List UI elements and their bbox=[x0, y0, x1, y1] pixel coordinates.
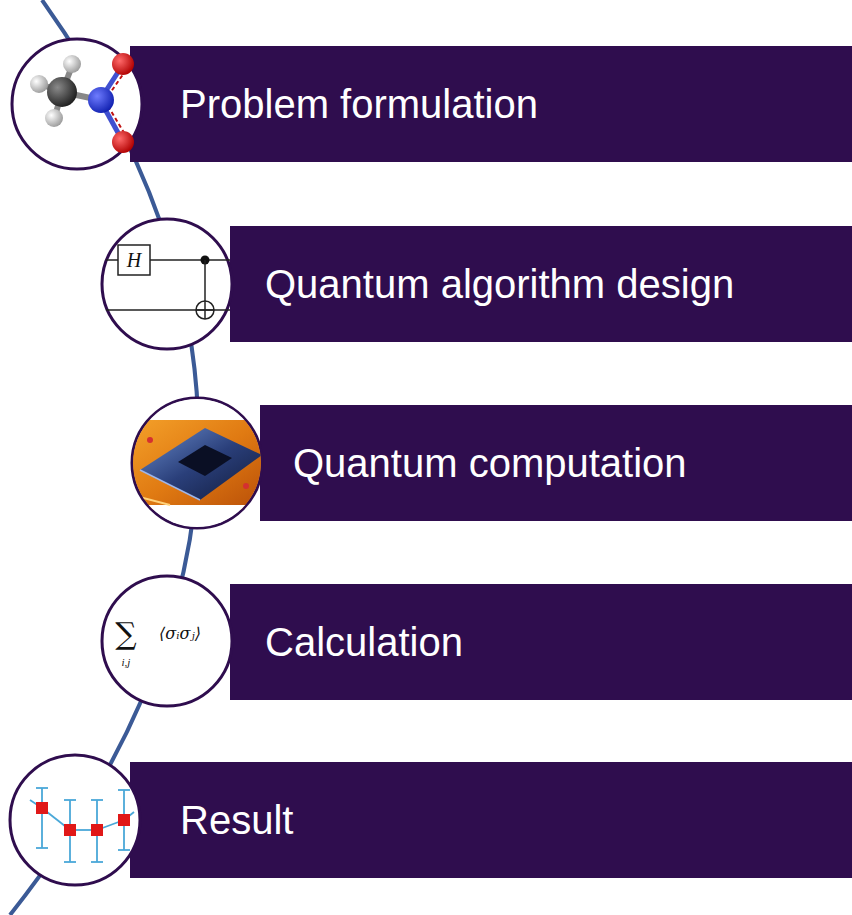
formula-icon bbox=[102, 576, 232, 706]
tensor-network-icon-part bbox=[36, 787, 48, 789]
chip-photo-icon-part bbox=[130, 505, 264, 531]
tensor-network-icon-part bbox=[42, 808, 70, 830]
tensor-network-icon-part bbox=[91, 861, 103, 863]
step-title: Quantum algorithm design bbox=[265, 261, 734, 307]
step-band: Quantum algorithm design bbox=[230, 226, 852, 342]
chip-photo-icon-part bbox=[147, 437, 153, 443]
molecule-icon-part bbox=[12, 39, 142, 169]
tensor-network-icon-part bbox=[64, 799, 76, 801]
molecule-icon-part bbox=[40, 84, 62, 92]
molecule-icon-part bbox=[88, 87, 114, 113]
circuit-icon-part bbox=[196, 301, 214, 319]
molecule-icon bbox=[12, 39, 142, 169]
molecule-icon-part bbox=[112, 53, 134, 75]
molecule-icon-part bbox=[55, 92, 62, 116]
molecule-icon-part bbox=[45, 109, 63, 127]
tensor-network-icon-part bbox=[64, 824, 76, 836]
tensor-network-icon-part bbox=[69, 800, 71, 862]
step-band: Calculation bbox=[230, 584, 852, 700]
tensor-network-icon-part bbox=[36, 802, 48, 814]
chip-photo-icon-part bbox=[132, 495, 170, 505]
circuit-icon-part bbox=[201, 256, 210, 265]
molecule-icon-part bbox=[100, 66, 122, 100]
tensor-network-icon-part bbox=[123, 790, 125, 850]
tensor-network-icon-part bbox=[97, 820, 124, 830]
tensor-network-icon-part bbox=[118, 849, 130, 851]
chip-photo-icon-part bbox=[243, 483, 249, 489]
chip-photo-icon-part bbox=[130, 398, 264, 531]
molecule-icon-part bbox=[112, 131, 134, 153]
circuit-icon-part bbox=[106, 309, 230, 311]
molecule-icon-part bbox=[62, 66, 72, 92]
tensor-network-icon-part bbox=[96, 800, 98, 862]
step-band: Problem formulation bbox=[130, 46, 852, 162]
chip-photo-icon bbox=[130, 398, 264, 531]
chip-photo-icon-part bbox=[140, 470, 200, 500]
circuit-icon-part bbox=[106, 259, 118, 261]
molecule-icon-part bbox=[100, 100, 122, 140]
sum-symbol: ∑ bbox=[115, 619, 136, 649]
tensor-network-icon-part bbox=[124, 812, 134, 820]
chip-photo-icon-part bbox=[178, 445, 232, 476]
circuit-icon-part bbox=[150, 259, 230, 261]
step-title: Quantum computation bbox=[293, 440, 687, 486]
step-band: Result bbox=[130, 762, 852, 878]
step-title: Result bbox=[180, 797, 293, 843]
circuit-icon-part bbox=[196, 309, 214, 311]
circuit-icon bbox=[102, 219, 232, 349]
circuit-icon-part bbox=[102, 219, 232, 349]
step-title: Calculation bbox=[265, 619, 463, 665]
tensor-network-icon-part bbox=[41, 788, 43, 848]
molecule-icon-part bbox=[108, 106, 126, 136]
sum-index: i,j bbox=[122, 657, 131, 668]
tensor-network-icon bbox=[10, 755, 140, 885]
chip-photo-icon-part bbox=[132, 398, 262, 528]
molecule-icon-part bbox=[108, 70, 126, 96]
tensor-network-icon-part bbox=[30, 800, 42, 808]
molecule-icon-part bbox=[63, 55, 81, 73]
molecule-icon-part bbox=[47, 77, 77, 107]
chip-photo-icon-part bbox=[130, 420, 264, 510]
tensor-network-icon-part bbox=[10, 755, 140, 885]
step-band: Quantum computation bbox=[260, 405, 852, 521]
tensor-network-icon-part bbox=[118, 789, 130, 791]
chip-photo-icon-part bbox=[140, 428, 262, 500]
tensor-network-icon-part bbox=[91, 824, 103, 836]
chip-photo-icon-part bbox=[130, 398, 264, 420]
tensor-network-icon-part bbox=[30, 788, 134, 862]
formula-icon-part bbox=[102, 576, 232, 706]
gate-label: H bbox=[127, 250, 141, 270]
tensor-network-icon-part bbox=[64, 861, 76, 863]
circuit-icon-part bbox=[204, 260, 206, 319]
molecule-icon-part bbox=[62, 92, 100, 100]
circuit-icon-part bbox=[118, 245, 150, 275]
tensor-network-icon-part bbox=[118, 814, 130, 826]
step-title: Problem formulation bbox=[180, 81, 538, 127]
tensor-network-icon-part bbox=[91, 799, 103, 801]
tensor-network-icon-part bbox=[70, 829, 97, 831]
molecule-icon-part bbox=[30, 75, 48, 93]
correlator-formula: ⟨σᵢσⱼ⟩ bbox=[159, 626, 201, 642]
tensor-network-icon-part bbox=[36, 847, 48, 849]
